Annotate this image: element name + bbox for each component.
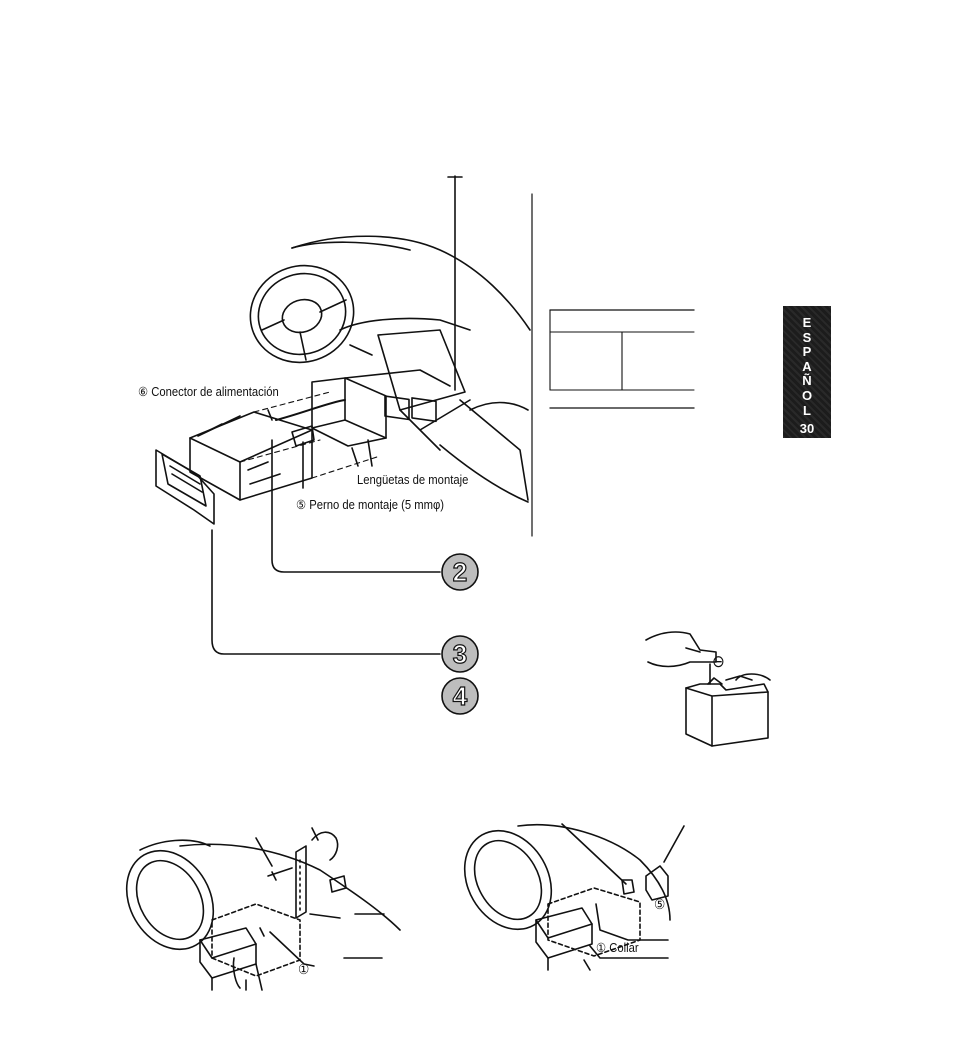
steering-wheel [238,252,367,375]
battery-illustration [646,632,770,746]
dashboard-outline [292,236,530,330]
language-letter: P [803,345,812,360]
step-2-number: 2 [453,557,467,587]
mounting-strap [296,846,306,918]
step-3-number: 3 [453,639,467,669]
collar-install-illustration [447,815,684,970]
language-tab: E S P A Ñ O L 30 [783,306,831,438]
mounting-tabs-label: Lengüetas de montaje [357,473,468,487]
language-letter: A [802,360,811,375]
language-letter: S [803,331,812,346]
leader-step-3 [212,530,440,654]
mounting-sleeve [312,370,450,446]
page-number: 30 [800,422,814,437]
power-connector-label: ⑥ Conector de alimentación [138,384,279,399]
screw [268,868,292,880]
language-letter: E [803,316,812,331]
collar-right-label: ① Collar [596,940,639,955]
front-bezel [156,450,214,524]
language-letter: Ñ [802,374,811,389]
bolt-right-label: ⑤ [654,896,665,913]
mounting-bolt-label: ⑤ Perno de montaje (5 mmφ) [296,497,444,512]
step-2-badge: 2 [440,552,480,592]
language-letter: L [803,404,811,419]
step-4-badge: 4 [440,676,480,716]
language-letter: O [802,389,812,404]
battery-negative-icon: ⊖ [712,652,725,672]
collar-left-label: ① [298,961,309,978]
step-4-number: 4 [453,681,468,711]
bracket-install-illustration [109,828,400,990]
step-3-badge: 3 [440,634,480,674]
